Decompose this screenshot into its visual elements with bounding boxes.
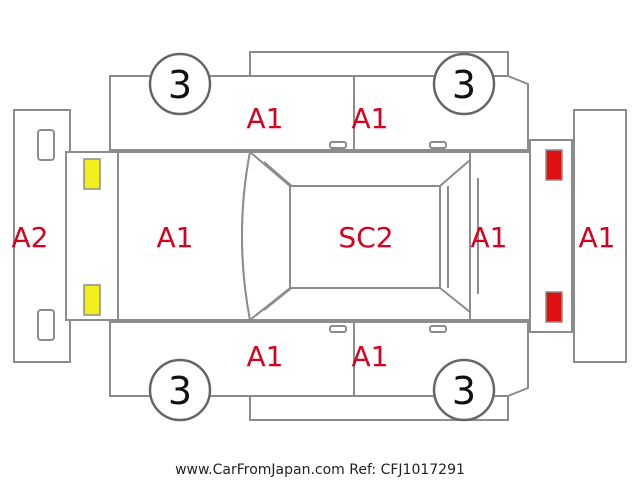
tire-top-right-label: 3: [452, 63, 476, 107]
cabin: [241, 151, 471, 321]
tire-top-right: 3: [432, 52, 496, 116]
rear-light-upper: [545, 149, 563, 181]
tire-bottom-left: 3: [148, 358, 212, 422]
rear-light-lower: [545, 291, 563, 323]
tire-bottom-left-label: 3: [168, 369, 192, 413]
front-light-upper: [83, 158, 101, 190]
upper-front-door-label: A1: [247, 102, 284, 135]
lower-rear-door-label: A1: [352, 340, 389, 373]
reference-footer: www.CarFromJapan.com Ref: CFJ1017291: [175, 462, 465, 478]
upper-rear-door-label: A1: [352, 102, 389, 135]
hood-label: A1: [157, 221, 194, 254]
rear-bumper-label: A1: [579, 221, 616, 254]
rear-bumper: [529, 109, 627, 363]
upper-side-panel: [109, 51, 529, 151]
front-bumper-label: A2: [12, 221, 49, 254]
rear-area-label: A1: [471, 221, 508, 254]
roof-label: SC2: [338, 221, 393, 254]
tire-top-left: 3: [148, 52, 212, 116]
tire-top-left-label: 3: [168, 63, 192, 107]
front-light-lower: [83, 284, 101, 316]
front-bumper: [13, 109, 71, 363]
tire-bottom-right: 3: [432, 358, 496, 422]
tire-bottom-right-label: 3: [452, 369, 476, 413]
lower-front-door-label: A1: [247, 340, 284, 373]
front-panel: [65, 151, 119, 321]
